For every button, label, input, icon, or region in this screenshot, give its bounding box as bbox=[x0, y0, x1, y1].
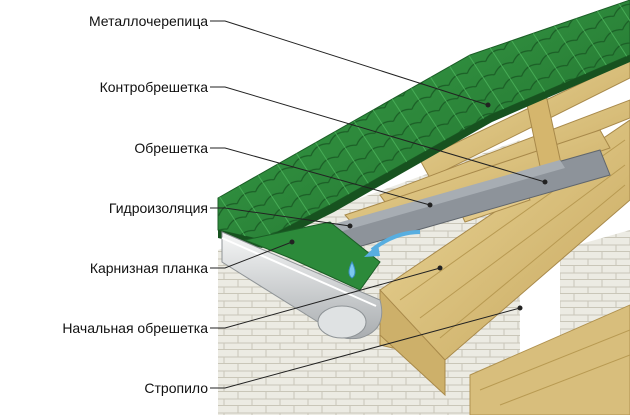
leader-batten bbox=[210, 147, 431, 206]
leader-waterproofing bbox=[210, 207, 351, 227]
leader-eaves-strip bbox=[210, 241, 293, 269]
label-batten: Обрешетка bbox=[134, 140, 208, 156]
leader-rafter bbox=[210, 307, 521, 389]
membrane-highlight bbox=[320, 160, 565, 236]
roof-edge bbox=[218, 55, 630, 248]
leader-starter-batten bbox=[210, 267, 441, 329]
water-drop-icon bbox=[348, 260, 356, 279]
label-waterproofing: Гидроизоляция bbox=[108, 200, 208, 216]
label-eaves-strip: Карнизная планка bbox=[89, 260, 208, 276]
gutter-end bbox=[317, 305, 367, 339]
leader-lines bbox=[210, 20, 548, 389]
eaves-strip bbox=[243, 221, 381, 291]
leader-metal-tile bbox=[210, 20, 489, 106]
wood-floor bbox=[469, 304, 630, 416]
label-metal-tile: Металлочерепица bbox=[88, 13, 208, 29]
label-starter-batten: Начальная обрешетка bbox=[62, 320, 208, 336]
leader-counter-batten bbox=[210, 86, 546, 183]
label-counter-batten: Контробрешетка bbox=[99, 79, 208, 95]
label-rafter: Стропило bbox=[144, 380, 208, 396]
